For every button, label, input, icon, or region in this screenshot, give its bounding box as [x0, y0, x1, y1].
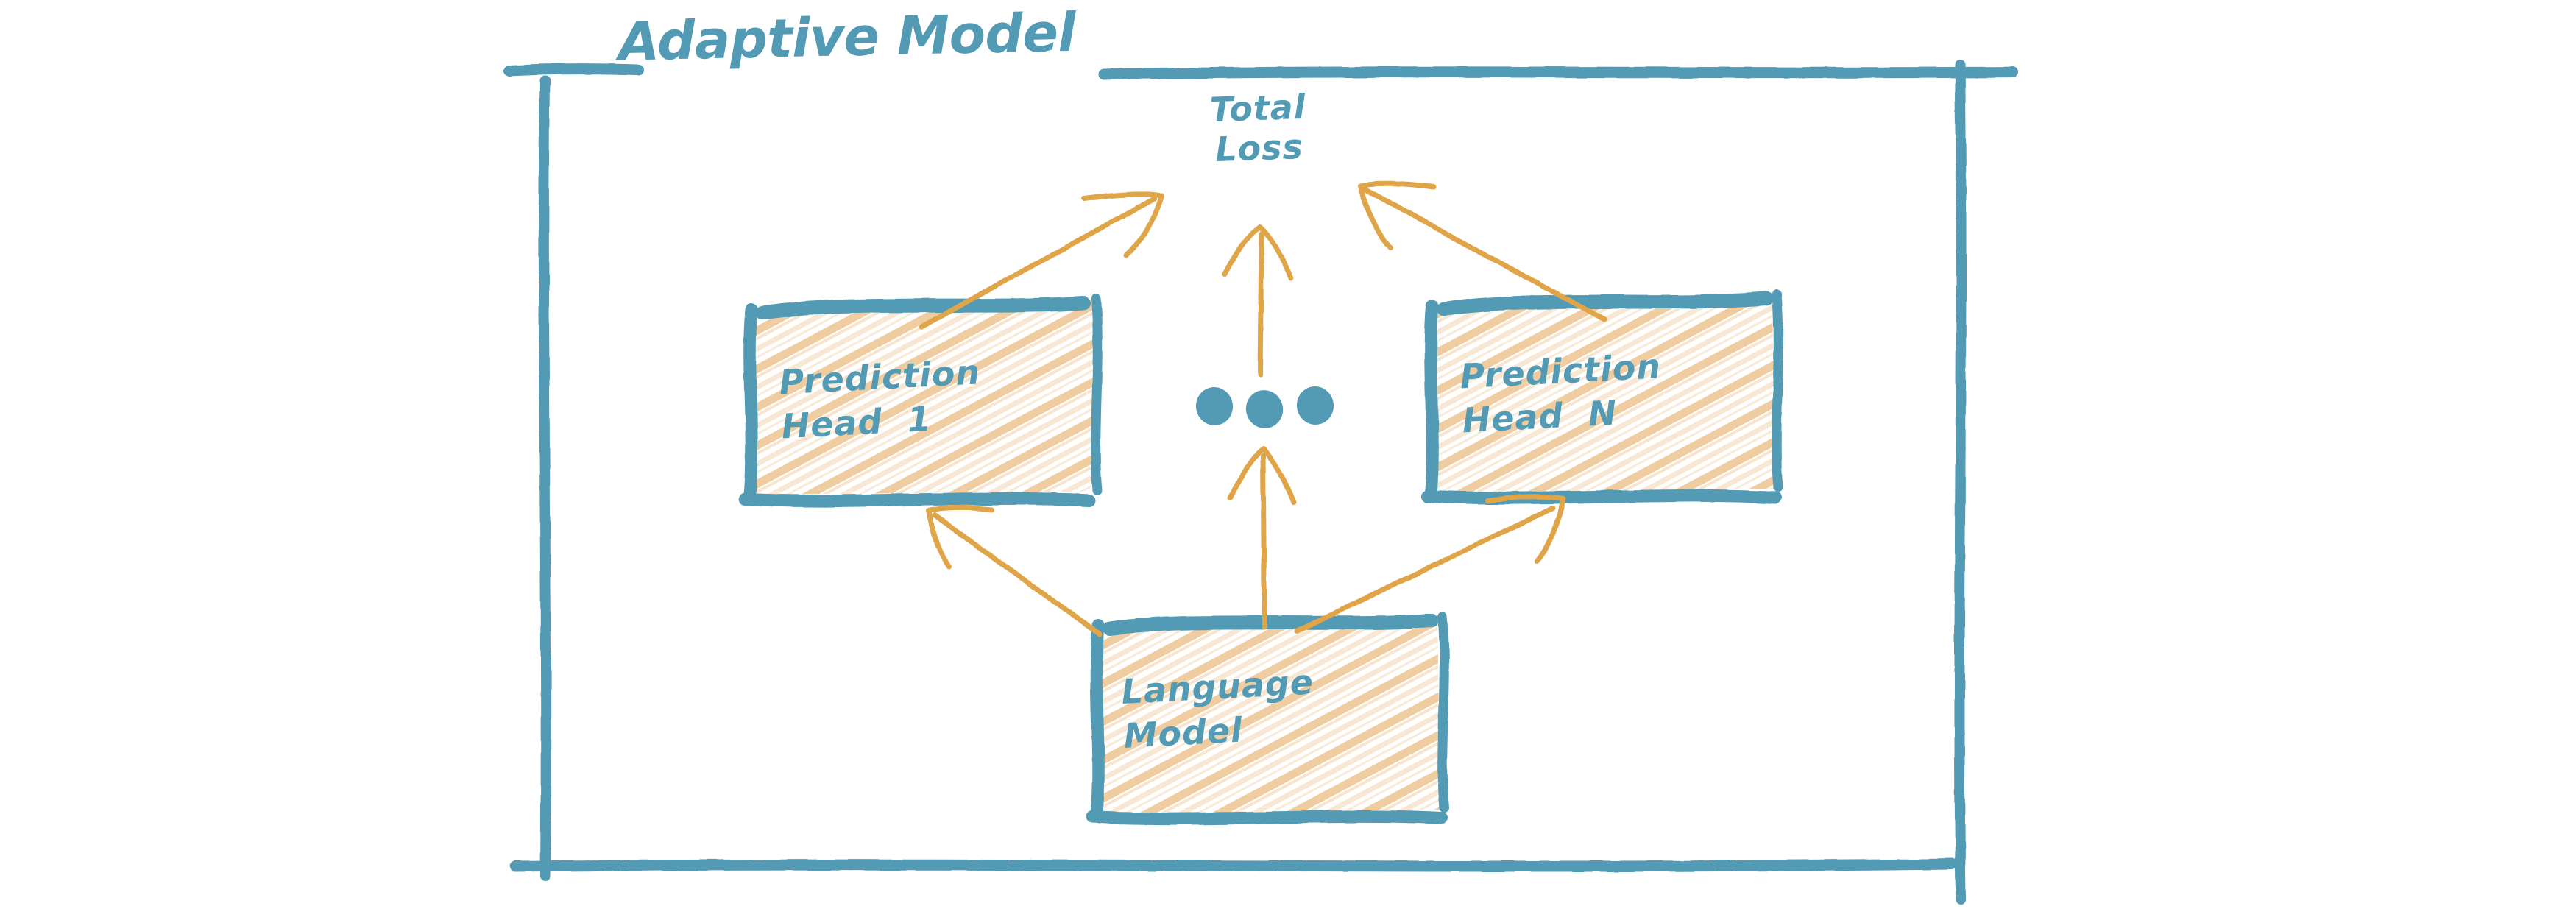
ellipsis-dots	[1195, 386, 1334, 428]
total-loss-label: Total Loss	[1209, 86, 1307, 170]
prediction-head-n-label: Prediction Head N	[1459, 346, 1663, 441]
arrow-lm-to-head1	[926, 505, 1103, 637]
prediction-head-n-box[interactable]	[1420, 289, 1783, 505]
outer-frame	[503, 60, 2019, 905]
arrow-ellipsis-to-loss	[1222, 224, 1294, 378]
arrow-head1-to-loss	[919, 191, 1164, 330]
arrow-lm-to-headn	[1294, 494, 1566, 634]
prediction-head-1-box[interactable]	[738, 294, 1103, 508]
language-model-box[interactable]	[1086, 612, 1449, 826]
language-model-label: Language Model	[1120, 662, 1315, 756]
prediction-head-1-label: Prediction Head 1	[778, 352, 982, 447]
arrow-lm-to-ellipsis	[1228, 446, 1297, 630]
diagram-title: Adaptive Model	[618, 1, 1076, 73]
arrow-headn-to-loss	[1357, 180, 1607, 322]
